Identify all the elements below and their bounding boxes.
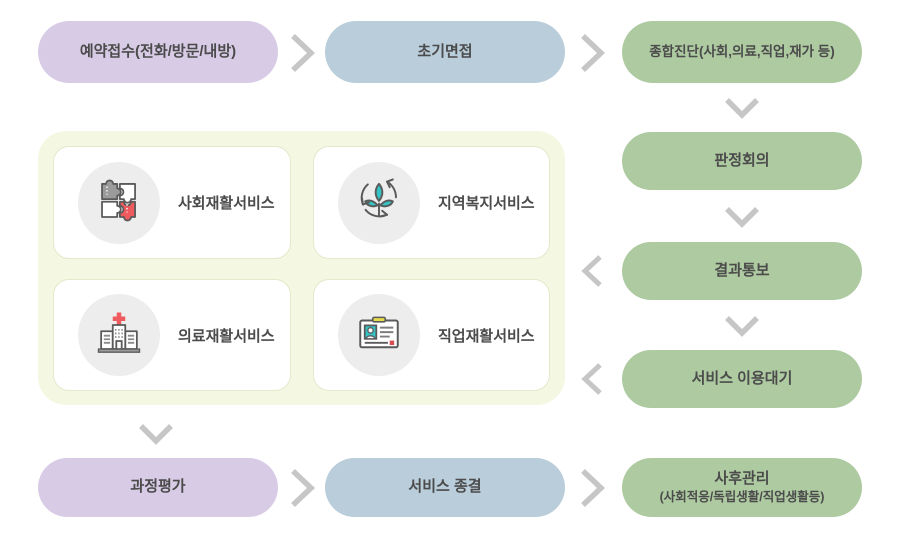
- step-reservation: 예약접수(전화/방문/내방): [38, 21, 278, 83]
- chevron-right-icon: [578, 32, 606, 74]
- service-card-vocational-rehab: 직업재활서비스: [313, 279, 550, 391]
- chevron-right-icon: [578, 467, 606, 509]
- hospital-icon: [94, 308, 144, 363]
- chevron-down-icon: [723, 314, 761, 338]
- step-aftercare-title: 사후관리: [714, 469, 770, 487]
- step-process-evaluation: 과정평가: [38, 458, 278, 517]
- service-card-social-rehab: 사회재활서비스: [53, 146, 291, 259]
- service-card-label: 직업재활서비스: [438, 327, 535, 345]
- step-comprehensive-diagnosis: 종합진단(사회,의료,직업,재가 등): [622, 21, 862, 83]
- step-service-waiting: 서비스 이용대기: [622, 350, 862, 408]
- service-card-label: 의료재활서비스: [178, 327, 275, 345]
- icon-circle: [78, 294, 160, 376]
- chevron-right-icon: [288, 467, 316, 509]
- sprout-recycle-icon: [354, 175, 404, 230]
- service-card-label: 사회재활서비스: [178, 195, 275, 212]
- id-card-icon: [354, 308, 404, 363]
- service-card-medical-rehab: 의료재활서비스: [53, 279, 291, 391]
- step-aftercare: 사후관리 (사회적응/독립생활/직업생활등): [622, 458, 862, 517]
- step-initial-interview: 초기면접: [325, 21, 565, 83]
- puzzle-icon: [94, 175, 144, 230]
- step-service-termination: 서비스 종결: [325, 458, 565, 517]
- chevron-down-icon: [137, 422, 175, 446]
- chevron-down-icon: [723, 96, 761, 120]
- service-card-label: 지역복지서비스: [438, 195, 535, 212]
- chevron-down-icon: [723, 205, 761, 229]
- step-aftercare-subtitle: (사회적응/독립생활/직업생활등): [659, 489, 825, 504]
- chevron-left-icon: [580, 253, 604, 289]
- service-card-community-welfare: 지역복지서비스: [313, 146, 550, 259]
- icon-circle: [338, 161, 420, 244]
- chevron-left-icon: [580, 361, 604, 397]
- step-result-notification: 결과통보: [622, 242, 862, 300]
- step-judgement-meeting: 판정회의: [622, 132, 862, 190]
- icon-circle: [78, 161, 160, 244]
- icon-circle: [338, 294, 420, 376]
- chevron-right-icon: [288, 32, 316, 74]
